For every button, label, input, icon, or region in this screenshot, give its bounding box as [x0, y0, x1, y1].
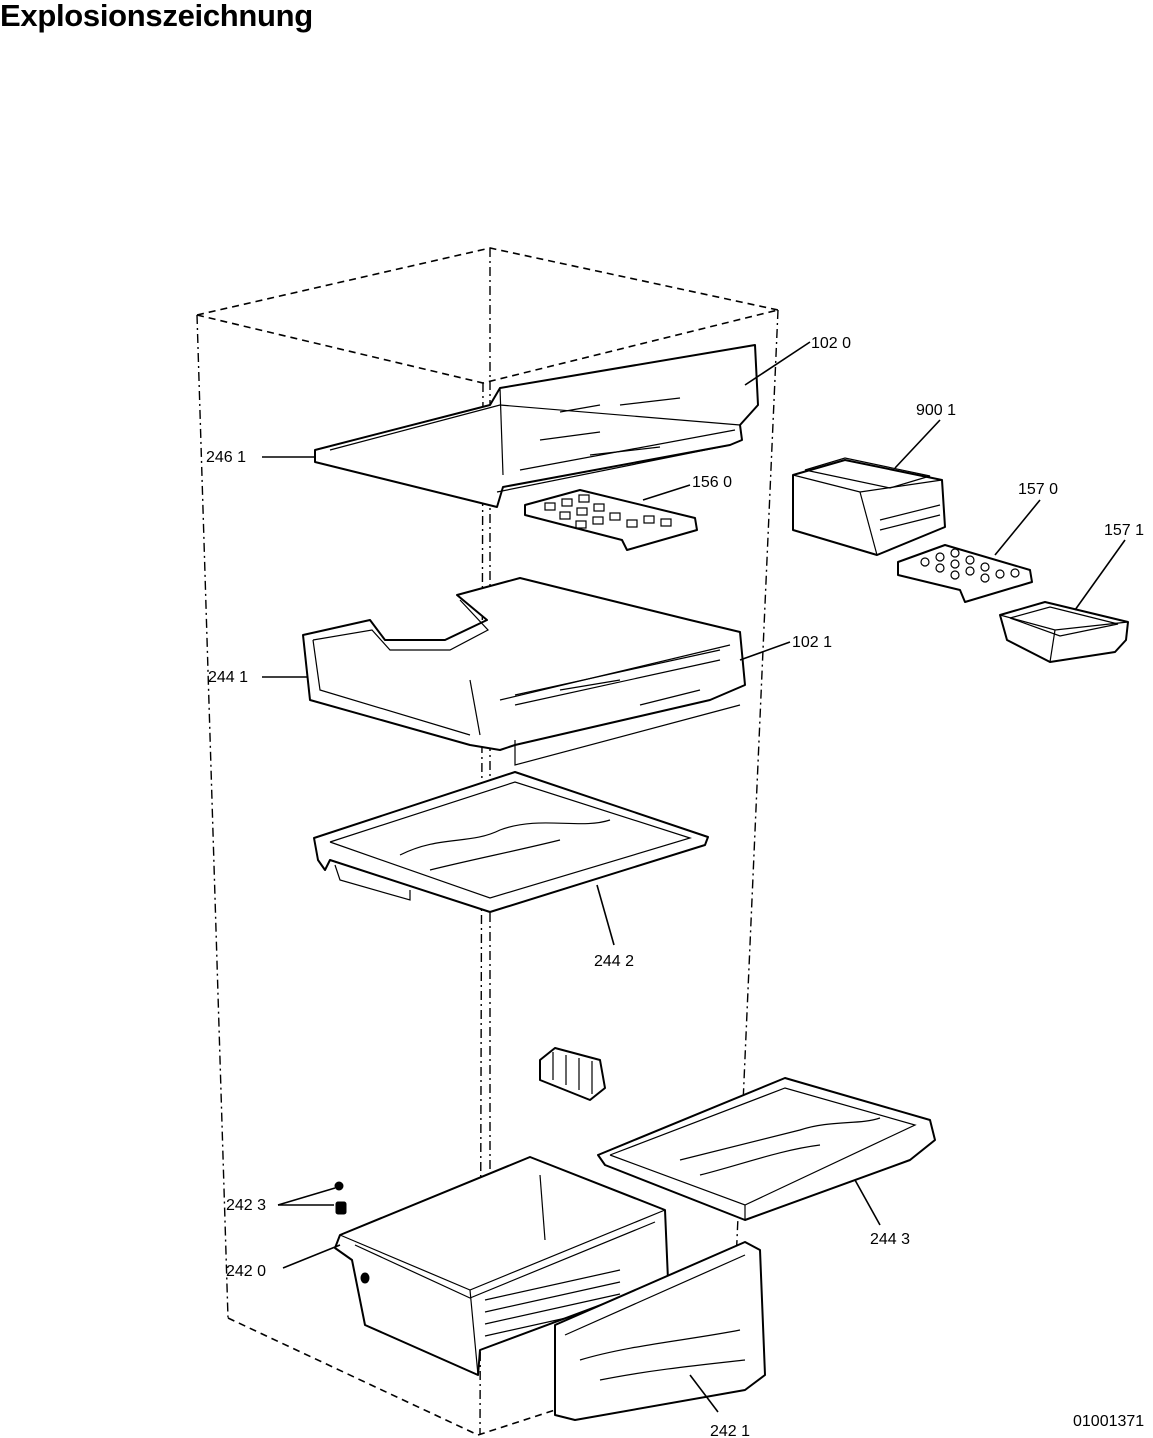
page-title: Explosionszeichnung [0, 0, 313, 33]
label-244-3: 244 3 [870, 1231, 910, 1248]
bottle-holder [539, 1047, 606, 1101]
label-102-0: 102 0 [811, 335, 851, 352]
label-246-1: 246 1 [206, 449, 246, 466]
label-900-1: 900 1 [916, 402, 956, 419]
ice-box-157-1 [999, 601, 1129, 663]
ice-tray-157-0 [897, 544, 1033, 603]
fasteners-242-3 [334, 1181, 347, 1215]
crisper-box-242-0 [334, 1156, 669, 1376]
shelf-244-2 [313, 771, 709, 913]
ice-tray-156-0 [524, 489, 698, 551]
drawer-front-242-1 [554, 1241, 766, 1421]
label-156-0: 156 0 [692, 474, 732, 491]
label-242-1: 242 1 [710, 1423, 750, 1438]
ice-maker-900-1 [792, 457, 946, 556]
document-number: 01001371 [1073, 1413, 1144, 1430]
label-244-1: 244 1 [208, 669, 248, 686]
shelf-246-1 [314, 344, 759, 508]
label-102-1: 102 1 [792, 634, 832, 651]
leader-lines [262, 341, 1126, 1413]
label-242-0: 242 0 [226, 1263, 266, 1280]
label-157-1: 157 1 [1104, 522, 1144, 539]
drawer-244-1 [302, 577, 746, 766]
label-244-2: 244 2 [594, 953, 634, 970]
shelf-244-3 [597, 1077, 936, 1221]
label-157-0: 157 0 [1018, 481, 1058, 498]
label-242-3: 242 3 [226, 1197, 266, 1214]
